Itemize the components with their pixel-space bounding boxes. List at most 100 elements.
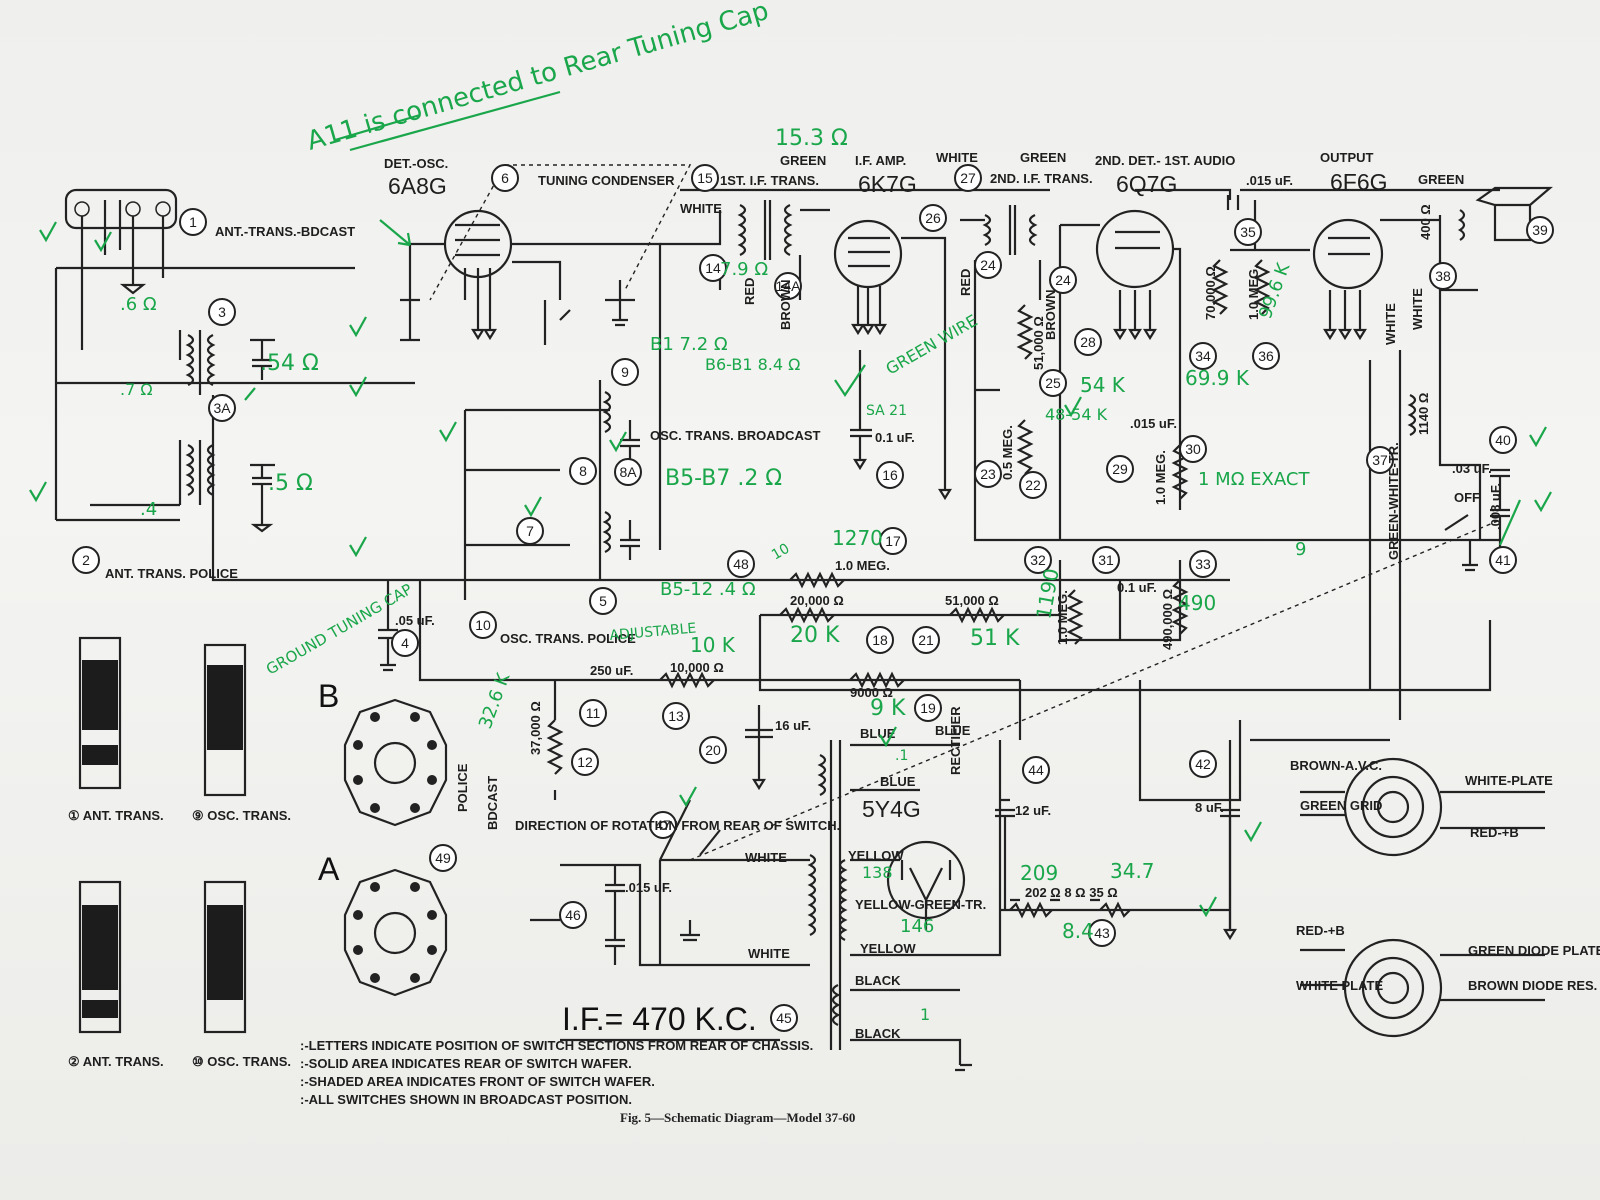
part-callout-number-24: 24 — [980, 257, 996, 273]
r19-value: 9000 Ω — [850, 685, 893, 700]
part-callout-8 — [569, 457, 597, 485]
wire-labels: WHITE GREEN WHITE GREEN GREEN BROWN RED … — [455, 150, 1480, 1041]
part-callout-24i — [1049, 266, 1077, 294]
part-callout-number-17: 17 — [885, 533, 901, 549]
part-callout-number-25: 25 — [1045, 375, 1061, 391]
wire-red-1: RED — [742, 278, 757, 305]
c35-value: .015 uF. — [1246, 173, 1293, 188]
part-callout-number-40: 40 — [1495, 432, 1511, 448]
r34-value: 70,000 Ω — [1203, 266, 1218, 320]
part-callout-number-35: 35 — [1240, 224, 1256, 240]
wire-yellow-1: YELLOW — [848, 848, 904, 863]
wire-red-2: RED — [958, 269, 973, 296]
hw-r34: 69.9 K — [1185, 366, 1250, 390]
if-amp-type: 6K7G — [858, 171, 917, 197]
wire-black-2: BLACK — [855, 1026, 901, 1041]
part-callout-number-32: 32 — [1030, 552, 1046, 568]
figure-caption: Fig. 5—Schematic Diagram—Model 37-60 — [620, 1110, 855, 1125]
wire-green-white: GREEN-WHITE-TR. — [1386, 442, 1401, 560]
part-callout-21 — [912, 626, 940, 654]
if2-green-diode: GREEN DIODE PLATE — [1468, 943, 1600, 958]
wire-white-1: WHITE — [680, 201, 722, 216]
c41-value: .008 uF. — [1488, 483, 1503, 530]
part-1-label: ANT.-TRANS.-BDCAST — [215, 224, 355, 239]
part-callout-6 — [491, 164, 519, 192]
c44-value: 12 uF. — [1015, 803, 1051, 818]
switch-direction-note: DIRECTION OF ROTATION FROM REAR OF SWITC… — [515, 818, 840, 833]
part-callout-13 — [662, 702, 690, 730]
part-callout-number-24i: 24 — [1055, 272, 1071, 288]
wire-black-1: BLACK — [855, 973, 901, 988]
part-callout-16 — [876, 461, 904, 489]
if1-green-grid: GREEN GRID — [1300, 798, 1382, 813]
wire-blue-2: BLUE — [935, 723, 971, 738]
part-callout-number-2: 2 — [82, 552, 90, 568]
part-callout-number-14: 14 — [705, 260, 721, 276]
hw-if-note: SA 21 — [866, 403, 907, 419]
hw-yg: 146 — [900, 916, 934, 937]
r25-value: 51,000 Ω — [1031, 316, 1046, 370]
part-callout-number-21: 21 — [918, 632, 934, 648]
part-callout-38 — [1429, 262, 1457, 290]
part-callout-4 — [391, 629, 419, 657]
r38-value: 400 Ω — [1418, 204, 1433, 240]
if2-red-b: RED-+B — [1296, 923, 1345, 938]
part-callout-number-38: 38 — [1435, 268, 1451, 284]
part-callout-number-13: 13 — [668, 708, 684, 724]
hw-r18: 20 K — [790, 623, 840, 648]
switch-wafer-b: B — [318, 678, 448, 827]
part-callout-3 — [208, 298, 236, 326]
svg-text:⑩ OSC. TRANS.: ⑩ OSC. TRANS. — [192, 1054, 291, 1069]
part-callout-11 — [579, 699, 607, 727]
part-callout-15 — [691, 164, 719, 192]
hw-rect: 138 — [862, 863, 893, 882]
part-callout-9 — [611, 358, 639, 386]
part-callout-43 — [1088, 919, 1116, 947]
part-9-label: OSC. TRANS. BROADCAST — [650, 428, 821, 443]
c31-value: 0.1 uF. — [1117, 580, 1157, 595]
part-callout-number-10: 10 — [475, 617, 491, 633]
part-callout-29 — [1106, 455, 1134, 483]
part-callout-number-43: 43 — [1094, 925, 1110, 941]
hw-ant-r: .6 Ω — [120, 294, 157, 315]
part-callout-46 — [559, 901, 587, 929]
wire-brown-2: BROWN — [1043, 289, 1058, 340]
part-callout-22 — [1019, 471, 1047, 499]
part-labels: ANT.-TRANS.-BDCAST ANT. TRANS. POLICE TU… — [105, 171, 1093, 646]
det-osc-type: 6A8G — [388, 173, 447, 199]
output-type: 6F6G — [1330, 169, 1388, 195]
wire-yellow-green: YELLOW-GREEN-TR. — [855, 897, 986, 912]
part-callout-40 — [1489, 426, 1517, 454]
part-callout-number-39: 39 — [1532, 222, 1548, 238]
part-callout-17 — [879, 527, 907, 555]
part-27-label: 2ND. I.F. TRANS. — [990, 171, 1093, 186]
svg-text:① ANT. TRANS.: ① ANT. TRANS. — [68, 808, 164, 823]
r22-value: 0.5 MEG. — [1000, 425, 1015, 480]
switch-police-label: POLICE — [455, 763, 470, 812]
switch-a-label: A — [318, 851, 340, 887]
part-callout-14 — [699, 254, 727, 282]
second-det-type: 6Q7G — [1116, 171, 1177, 197]
c20-value: 16 uF. — [775, 718, 811, 733]
c40-value: .03 uF. — [1452, 461, 1492, 476]
part-callout-20 — [699, 736, 727, 764]
r36-value: 1.0 MEG. — [1246, 265, 1261, 320]
r18-value: 20,000 Ω — [790, 593, 844, 608]
wire-blue-3: BLUE — [880, 774, 916, 789]
part-callout-number-31: 31 — [1098, 552, 1114, 568]
part-callout-number-28: 28 — [1080, 334, 1096, 350]
hw-r33: 490 — [1178, 591, 1216, 615]
hw-05: .5 Ω — [268, 471, 313, 496]
hw-r15: 15.3 Ω — [775, 126, 848, 151]
if-trans-2-view: RED-+B GREEN DIODE PLATE BROWN DIODE RES… — [1296, 923, 1600, 1038]
part-callout-34 — [1189, 342, 1217, 370]
part-callout-36 — [1252, 342, 1280, 370]
hw-note9: 9 — [1295, 539, 1306, 560]
part-callout-number-29: 29 — [1112, 461, 1128, 477]
part-callout-8A — [614, 458, 642, 486]
switch-wafer-a: A — [318, 851, 448, 997]
part-callout-number-9: 9 — [621, 364, 629, 380]
part-callout-49 — [429, 844, 457, 872]
part-callout-14A — [774, 272, 802, 300]
part-callout-number-7: 7 — [526, 523, 534, 539]
